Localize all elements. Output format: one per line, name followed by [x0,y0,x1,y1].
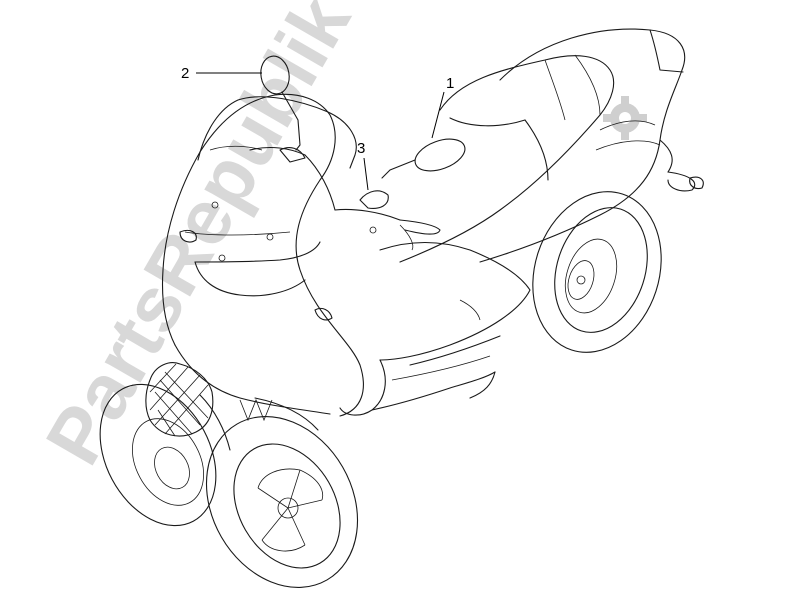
callout-3-label: 3 [357,140,365,157]
handlebars [179,146,441,321]
callout-2: 2 [181,65,262,82]
front-right-wheel [205,416,359,588]
front-left-wheel [99,383,217,527]
callout-1-leader [431,91,445,139]
left-mirror [260,55,301,151]
callout-3: 3 [357,140,369,191]
seat [399,54,615,263]
callout-2-label: 2 [181,65,189,82]
callout-1: 1 [431,75,454,139]
watermark-gear-icon [603,96,647,140]
rear-wheel [532,191,662,353]
callout-3-leader [363,157,369,191]
front-grille [145,362,214,437]
scooter-drawing [99,28,704,588]
callout-1-label: 1 [446,75,454,92]
right-mirror [381,138,466,179]
